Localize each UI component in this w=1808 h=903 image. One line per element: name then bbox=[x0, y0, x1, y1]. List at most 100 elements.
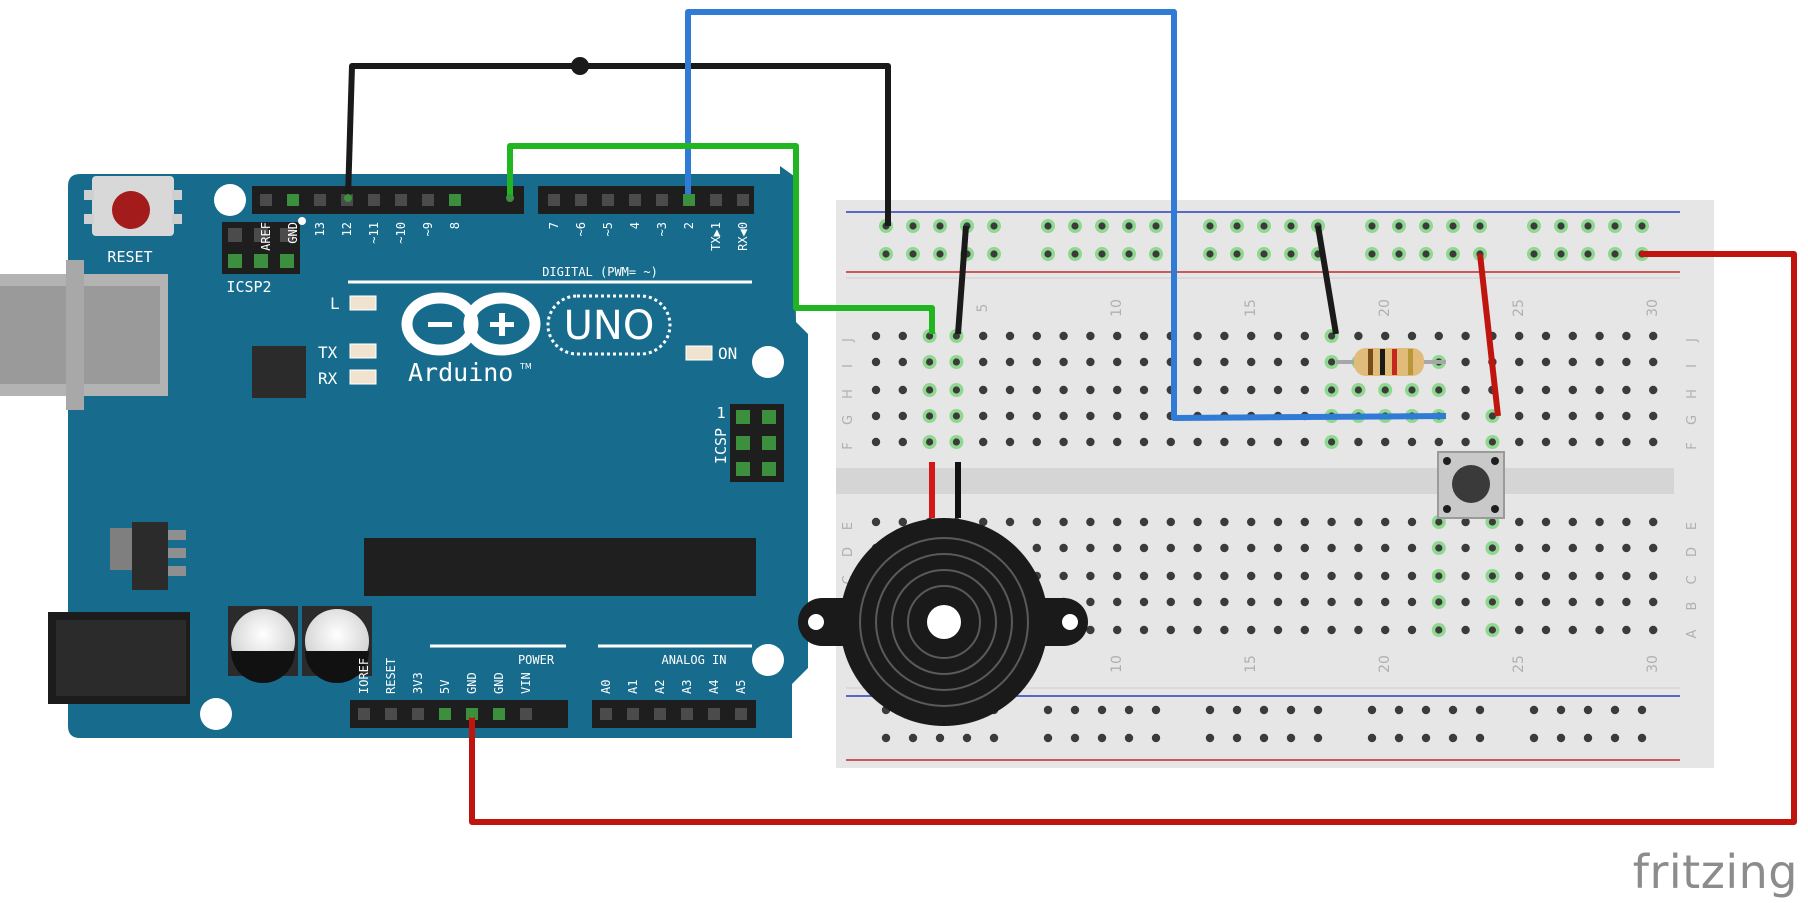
power-rail-hole bbox=[1367, 705, 1377, 715]
power-rail-hole bbox=[1637, 733, 1647, 743]
breadboard-hole bbox=[1541, 411, 1551, 421]
header-pin[interactable] bbox=[449, 194, 461, 206]
pin-label: RX◀0 bbox=[736, 222, 750, 251]
header-pin[interactable] bbox=[735, 708, 747, 720]
wire-pin8-green[interactable] bbox=[507, 143, 935, 334]
breadboard-hole bbox=[1622, 437, 1631, 447]
jumper-black-resistor[interactable] bbox=[1315, 225, 1339, 335]
breadboard-hole bbox=[1515, 331, 1524, 341]
breadboard-hole bbox=[1515, 597, 1524, 607]
breadboard-hole bbox=[1300, 357, 1310, 367]
header-pin[interactable] bbox=[520, 708, 532, 720]
wire-gnd-black[interactable] bbox=[345, 57, 891, 226]
power-rail-hole bbox=[1448, 733, 1458, 743]
header-pin[interactable] bbox=[708, 708, 720, 720]
reset-button-cap[interactable] bbox=[112, 191, 150, 229]
breadboard-hole bbox=[1515, 385, 1524, 395]
breadboard-hole bbox=[1461, 385, 1470, 395]
header-pin[interactable] bbox=[287, 194, 299, 206]
breadboard-hole bbox=[1407, 625, 1417, 635]
breadboard-hole bbox=[1649, 411, 1658, 421]
power-rail-hole bbox=[1583, 705, 1593, 715]
breadboard-hole bbox=[1059, 357, 1068, 367]
column-number: 10 bbox=[1109, 655, 1125, 673]
breadboard-hole bbox=[1595, 331, 1604, 341]
breadboard-hole bbox=[1273, 385, 1283, 395]
header-pin[interactable] bbox=[656, 194, 668, 206]
header-pin[interactable] bbox=[422, 194, 434, 206]
header-pin[interactable] bbox=[710, 194, 722, 206]
header-pin[interactable] bbox=[548, 194, 560, 206]
breadboard-hole bbox=[1113, 571, 1122, 581]
breadboard-hole bbox=[1541, 571, 1551, 581]
column-number: 20 bbox=[1377, 299, 1393, 317]
breadboard-hole bbox=[1247, 357, 1256, 367]
header-pin[interactable] bbox=[412, 708, 424, 720]
breadboard-hole bbox=[1541, 517, 1551, 527]
breadboard-hole bbox=[1032, 411, 1042, 421]
breadboard-hole bbox=[1005, 385, 1015, 395]
breadboard-hole bbox=[871, 385, 881, 395]
row-letter: F bbox=[841, 442, 856, 449]
breadboard-hole bbox=[1139, 357, 1149, 367]
header-pin[interactable] bbox=[358, 708, 370, 720]
header-pin[interactable] bbox=[368, 194, 380, 206]
header-pin[interactable] bbox=[627, 708, 639, 720]
header-pin[interactable] bbox=[260, 194, 272, 206]
breadboard-hole bbox=[1622, 625, 1631, 635]
header-pin[interactable] bbox=[681, 708, 693, 720]
breadboard-hole bbox=[1139, 571, 1149, 581]
breadboard-hole bbox=[1139, 411, 1149, 421]
breadboard-hole bbox=[1381, 331, 1390, 341]
jumper-black-gnd[interactable] bbox=[955, 225, 969, 335]
wire-pin2-blue[interactable] bbox=[685, 9, 1447, 421]
header-pin[interactable] bbox=[600, 708, 612, 720]
breadboard-hole bbox=[1354, 571, 1363, 581]
breadboard-hole bbox=[1113, 411, 1122, 421]
row-letter: G bbox=[841, 415, 856, 425]
header-pin[interactable] bbox=[439, 708, 451, 720]
breadboard-hole bbox=[1300, 385, 1310, 395]
power-rail-hole bbox=[1529, 705, 1539, 715]
row-letter: H bbox=[1685, 389, 1700, 399]
header-pin[interactable] bbox=[629, 194, 641, 206]
power-rail-hole bbox=[1529, 733, 1539, 743]
row-letter: D bbox=[841, 547, 856, 557]
reset-button[interactable] bbox=[84, 176, 182, 236]
power-rail-hole bbox=[1421, 705, 1431, 715]
breadboard-hole bbox=[1273, 571, 1283, 581]
header-pin[interactable] bbox=[737, 194, 749, 206]
breadboard-hole bbox=[1005, 517, 1015, 527]
breadboard-hole bbox=[1541, 385, 1551, 395]
jumper-red-button[interactable] bbox=[1477, 253, 1501, 417]
header-pin[interactable] bbox=[602, 194, 614, 206]
header-pin[interactable] bbox=[385, 708, 397, 720]
breadboard-hole bbox=[1273, 625, 1283, 635]
pin-label: ~10 bbox=[394, 222, 408, 244]
led-tx-label: TX bbox=[318, 343, 338, 362]
power-rail-hole bbox=[881, 733, 891, 743]
header-pin[interactable] bbox=[575, 194, 587, 206]
header-pin[interactable] bbox=[654, 708, 666, 720]
wire-5v-red[interactable] bbox=[469, 251, 1797, 825]
breadboard-hole bbox=[898, 331, 907, 341]
pin-label: TX▶1 bbox=[709, 222, 723, 251]
breadboard-hole bbox=[1059, 517, 1068, 527]
breadboard-hole bbox=[898, 437, 907, 447]
header-pin[interactable] bbox=[314, 194, 326, 206]
header-pin[interactable] bbox=[395, 194, 407, 206]
breadboard-hole bbox=[1300, 517, 1310, 527]
breadboard-hole bbox=[1381, 517, 1390, 527]
led-l-label: L bbox=[330, 294, 340, 313]
breadboard-hole bbox=[1541, 625, 1551, 635]
pin-label: A0 bbox=[599, 680, 613, 694]
power-rail-hole bbox=[1637, 705, 1647, 715]
breadboard-hole bbox=[1005, 331, 1015, 341]
row-letter: D bbox=[1685, 547, 1700, 557]
row-letter: C bbox=[841, 575, 856, 584]
pin-label: GND bbox=[286, 222, 300, 244]
header-pin[interactable] bbox=[493, 708, 505, 720]
pushbutton-icon[interactable] bbox=[1437, 451, 1505, 519]
